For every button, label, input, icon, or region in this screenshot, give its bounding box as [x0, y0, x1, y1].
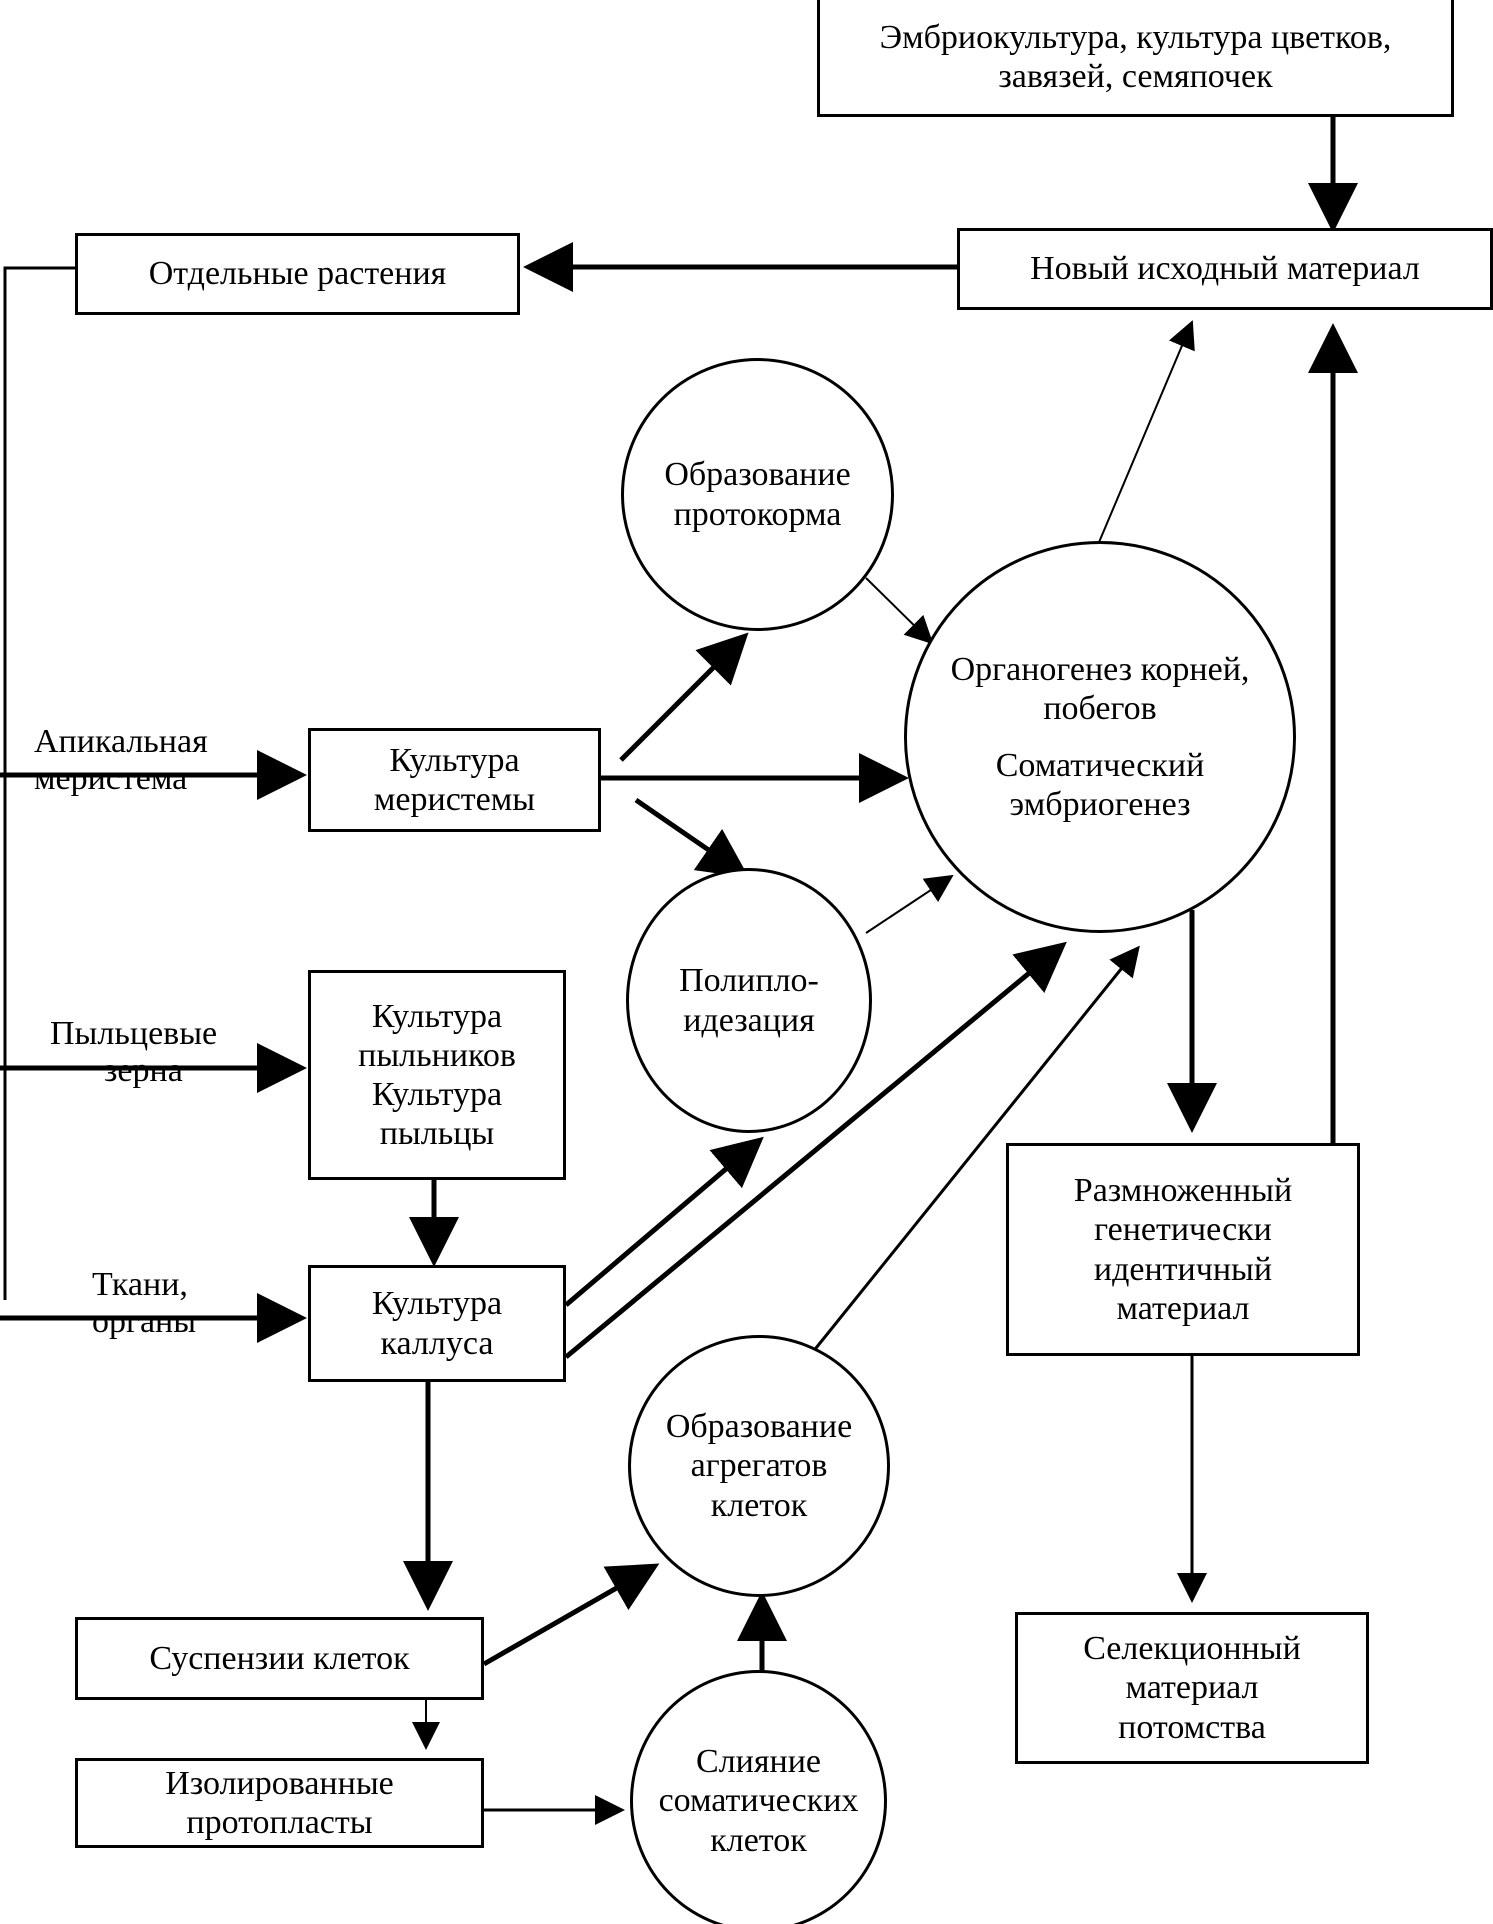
- organogenesis-line-1: Органогенез корней,: [950, 650, 1250, 688]
- polyploidization-circle: Полиплo- идезация: [626, 868, 872, 1133]
- organogenesis-circle: Органогенез корней, побегов Соматический…: [904, 541, 1296, 933]
- callus-line-1: Культура: [371, 1285, 503, 1323]
- pollen-grains-label: Пыльцевые зерна: [50, 1014, 217, 1092]
- propagated-line-1: Размноженный: [1073, 1172, 1293, 1210]
- embryogenesis-line-1: Соматический: [995, 747, 1205, 784]
- embryo-culture-box: Эмбриокультура, культура цветков, завязе…: [817, 0, 1454, 117]
- breeding-material-box: Селекционный материал потомства: [1015, 1612, 1369, 1764]
- protocorm-circle: Образование протокорма: [621, 358, 894, 631]
- arrow-meristem-to-polyploid: [634, 797, 750, 878]
- meristem-line-1: Культура: [389, 741, 520, 779]
- arrow-organogenesis-to-new: [1096, 320, 1195, 548]
- new-material-label: Новый исходный материал: [1030, 250, 1420, 288]
- propagated-line-3: идентичный: [1093, 1250, 1273, 1288]
- single-plants-label: Отдельные растения: [148, 255, 447, 293]
- propagated-line-4: материал: [1116, 1289, 1250, 1327]
- protocorm-line-1: Образование: [664, 456, 851, 494]
- aggregates-line-1: Образование: [665, 1408, 853, 1446]
- new-material-box: Новый исходный материал: [957, 228, 1493, 310]
- arrow-callus-to-organogenesis: [564, 941, 1067, 1359]
- anther-line-2: пыльников: [358, 1036, 516, 1074]
- protoplasts-line-1: Изолированные: [165, 1764, 394, 1802]
- fusion-line-1: Слияние: [696, 1743, 821, 1781]
- breeding-line-1: Селекционный: [1083, 1630, 1301, 1668]
- polyploid-line-1: Полиплo-: [679, 962, 819, 1000]
- isolated-protoplasts-box: Изолированные протопласты: [75, 1758, 484, 1848]
- pollen-line-1: Пыльцевые: [50, 1015, 218, 1052]
- propagated-material-box: Размноженный генетически идентичный мате…: [1006, 1143, 1360, 1356]
- apical-line-2: меристема: [34, 759, 188, 797]
- breeding-line-2: материал: [1125, 1669, 1259, 1707]
- tissues-organs-label: Ткани, органы: [92, 1265, 196, 1343]
- aggregates-line-3: клеток: [710, 1486, 808, 1524]
- fusion-circle: Слияние соматических клеток: [630, 1670, 887, 1924]
- single-plants-box: Отдельные растения: [75, 233, 520, 315]
- polyploid-line-2: идезация: [683, 1001, 815, 1039]
- pollen-culture-line-1: Культура: [371, 1076, 503, 1113]
- embryo-line-2: завязей, семяпочек: [998, 58, 1273, 95]
- arrow-callus-to-polyploid: [564, 1136, 764, 1307]
- anther-line-1: Культура: [371, 997, 503, 1035]
- protoplasts-line-2: протопласты: [186, 1804, 373, 1841]
- pollen-culture-line-2: пыльцы: [379, 1115, 495, 1153]
- meristem-culture-box: Культура меристемы: [308, 728, 601, 832]
- arrow-meristem-to-protocorm: [619, 632, 749, 762]
- tissues-line-1: Ткани,: [92, 1266, 188, 1303]
- embryo-line-1: Эмбриокультура, культура цветков,: [879, 18, 1392, 56]
- apical-line-1: Апикальная: [34, 723, 208, 760]
- propagated-line-2: генетически: [1094, 1211, 1272, 1249]
- organogenesis-line-2: побегов: [1043, 689, 1157, 727]
- cell-suspension-box: Суспензии клеток: [75, 1617, 484, 1700]
- protocorm-line-2: протокорма: [673, 495, 842, 533]
- suspension-label: Суспензии клеток: [149, 1639, 410, 1677]
- breeding-line-3: потомства: [1118, 1708, 1266, 1746]
- apical-meristem-label: Апикальная меристема: [34, 722, 208, 800]
- callus-culture-box: Культура каллуса: [308, 1265, 566, 1382]
- tissues-line-2: органы: [92, 1302, 197, 1340]
- arrow-suspension-to-aggregates: [482, 1563, 660, 1667]
- fusion-line-2: соматических: [658, 1782, 859, 1820]
- aggregates-circle: Образование агрегатов клеток: [628, 1335, 890, 1597]
- feeder-line: [3, 266, 75, 1300]
- arrow-protocorm-to-organogenesis: [865, 577, 934, 645]
- aggregates-line-2: агрегатов: [690, 1447, 828, 1485]
- meristem-line-2: меристемы: [373, 781, 536, 818]
- callus-line-2: каллуса: [380, 1324, 494, 1362]
- arrow-aggregates-to-organogenesis: [810, 945, 1140, 1354]
- anther-culture-box: Культура пыльников Культура пыльцы: [308, 970, 566, 1180]
- pollen-line-2: зерна: [104, 1051, 183, 1089]
- embryogenesis-line-2: эмбриогенез: [1009, 786, 1191, 824]
- fusion-line-3: клеток: [710, 1821, 807, 1859]
- arrow-polyploid-to-organogenesis: [865, 874, 954, 934]
